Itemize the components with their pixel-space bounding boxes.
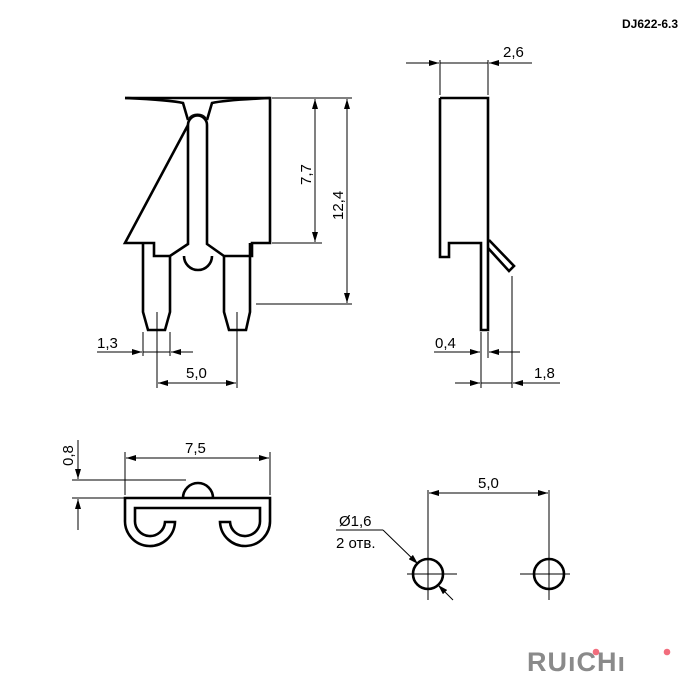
- dim-pin-pitch: 5,0: [186, 365, 207, 382]
- dim-hole-diameter: Ø1,6: [339, 513, 372, 530]
- side-view-dimensions: 2,6 0,4 1,8: [406, 44, 560, 388]
- dim-total-height: 12,4: [330, 191, 347, 220]
- dim-pin-width: 1,3: [97, 335, 118, 352]
- dim-lead-thickness: 0,4: [435, 335, 456, 352]
- dim-thickness: 2,6: [503, 44, 524, 61]
- footprint-view: 5,0 Ø1,6 2 отв.: [336, 475, 570, 601]
- hole-count: 2 отв.: [336, 535, 376, 552]
- dim-width: 7,5: [185, 440, 206, 457]
- part-number: DJ622-6.3: [622, 17, 678, 31]
- svg-text:RUıCHı: RUıCHı: [527, 647, 626, 677]
- dim-body-height: 7,7: [298, 164, 315, 185]
- bottom-view-dimensions: 7,5 0,8: [60, 440, 271, 530]
- dim-tab-offset: 1,8: [534, 365, 555, 382]
- side-view: [438, 96, 516, 332]
- dim-hole-pitch: 5,0: [478, 475, 499, 492]
- dim-bump-height: 0,8: [60, 445, 77, 466]
- ruichi-logo: RUıCHı: [527, 647, 671, 677]
- front-view: [122, 96, 272, 388]
- bottom-view: [123, 481, 272, 548]
- front-view-dimensions: 7,7 12,4 1,3 5,0: [97, 97, 352, 386]
